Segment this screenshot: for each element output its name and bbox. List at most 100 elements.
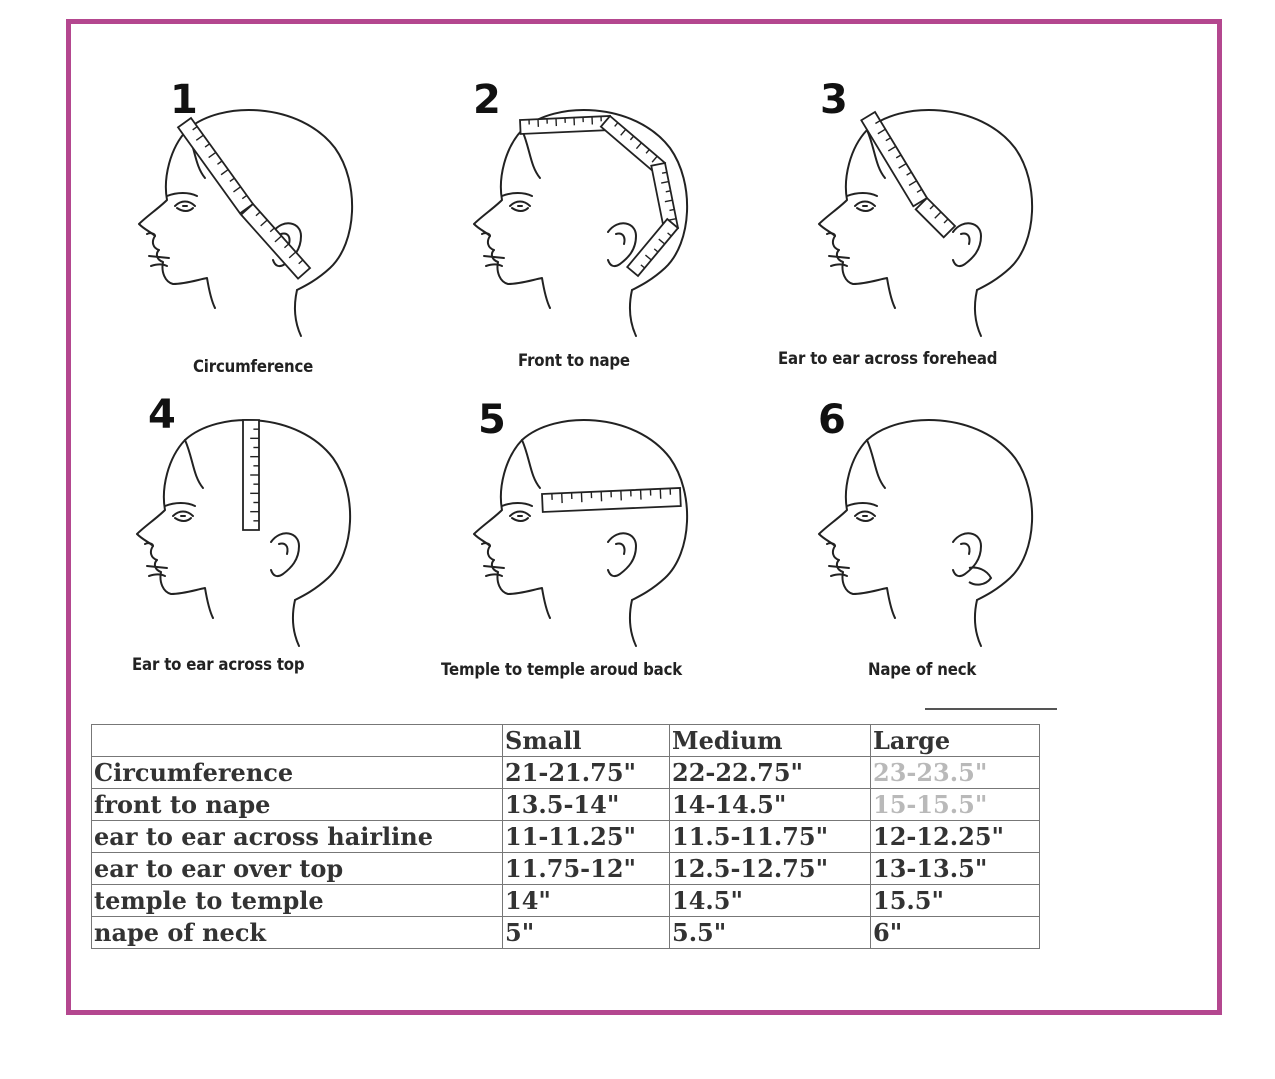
panel-number: 1 — [170, 77, 198, 123]
skull-outline — [521, 109, 688, 291]
table-cell: 12-12.25" — [870, 820, 1040, 853]
lips — [148, 255, 170, 267]
eye — [174, 200, 196, 212]
face-profile — [818, 439, 896, 619]
brow — [164, 502, 196, 507]
panel-caption: Ear to ear across top — [132, 655, 305, 675]
column-header — [91, 724, 503, 757]
face-profile — [818, 129, 896, 309]
head-illustration — [818, 419, 1033, 647]
lips — [483, 255, 505, 267]
skull-outline — [186, 109, 353, 291]
nostril — [146, 232, 156, 237]
lips — [828, 255, 850, 267]
panel-caption: Circumference — [193, 357, 314, 377]
panel-caption: Temple to temple aroud back — [441, 660, 683, 680]
nostril — [144, 542, 154, 547]
row-label: nape of neck — [91, 916, 503, 949]
neck-back — [293, 289, 302, 337]
row-label: ear to ear over top — [91, 852, 503, 885]
eye — [509, 510, 531, 522]
head-illustration — [818, 109, 1033, 337]
neck-back — [628, 289, 637, 337]
ear — [270, 532, 300, 578]
face-profile — [473, 129, 551, 309]
table-cell: 14" — [502, 884, 670, 917]
neck-back — [291, 599, 300, 647]
tape-measure — [541, 487, 682, 513]
tape-measure — [968, 566, 993, 586]
column-header: Small — [502, 724, 670, 757]
ear — [607, 222, 637, 268]
eye — [172, 510, 194, 522]
panel-number: 5 — [478, 397, 506, 443]
panel-caption: Ear to ear across forehead — [778, 349, 998, 369]
eye — [854, 200, 876, 212]
table-cell: 13-13.5" — [870, 852, 1040, 885]
head-illustration — [138, 109, 353, 337]
brow — [501, 502, 533, 507]
hairline — [866, 129, 886, 179]
tape-measure — [176, 116, 255, 215]
brow — [166, 192, 198, 197]
table-cell: 21-21.75" — [502, 756, 670, 789]
row-label: Circumference — [91, 756, 503, 789]
table-cell: 23-23.5" — [870, 756, 1040, 789]
panel-number: 6 — [818, 397, 846, 443]
face-profile — [138, 129, 216, 309]
skull-outline — [866, 419, 1033, 601]
hairline — [866, 439, 886, 489]
panel-number: 3 — [820, 77, 848, 123]
table-cell: 11.75-12" — [502, 852, 670, 885]
row-label: front to nape — [91, 788, 503, 821]
table-cell: 5" — [502, 916, 670, 949]
table-cell: 15-15.5" — [870, 788, 1040, 821]
ear — [952, 222, 982, 268]
divider-line — [925, 708, 1057, 710]
lips — [146, 565, 168, 577]
panel-number: 4 — [148, 392, 176, 438]
column-header: Large — [870, 724, 1040, 757]
tape-measure — [625, 217, 680, 278]
table-cell: 14-14.5" — [669, 788, 871, 821]
table-cell: 6" — [870, 916, 1040, 949]
tape-measure — [860, 110, 929, 208]
skull-outline — [866, 109, 1033, 291]
brow — [501, 192, 533, 197]
neck-back — [973, 599, 982, 647]
column-header: Medium — [669, 724, 871, 757]
neck-back — [973, 289, 982, 337]
ear — [952, 532, 982, 578]
table-cell: 14.5" — [669, 884, 871, 917]
head-illustration — [473, 109, 688, 337]
eye — [854, 510, 876, 522]
panel-number: 2 — [473, 77, 501, 123]
table-cell: 13.5-14" — [502, 788, 670, 821]
panel-caption: Nape of neck — [868, 660, 977, 680]
hairline — [184, 439, 204, 489]
skull-outline — [521, 419, 688, 601]
table-cell: 12.5-12.75" — [669, 852, 871, 885]
lips — [483, 565, 505, 577]
brow — [846, 502, 878, 507]
lips — [828, 565, 850, 577]
face-profile — [136, 439, 214, 619]
panel-caption: Front to nape — [518, 351, 630, 371]
nostril — [826, 542, 836, 547]
row-label: ear to ear across hairline — [91, 820, 503, 853]
table-cell: 15.5" — [870, 884, 1040, 917]
eye — [509, 200, 531, 212]
face-profile — [473, 439, 551, 619]
skull-outline — [184, 419, 351, 601]
nostril — [826, 232, 836, 237]
neck-back — [628, 599, 637, 647]
brow — [846, 192, 878, 197]
hairline — [521, 439, 541, 489]
